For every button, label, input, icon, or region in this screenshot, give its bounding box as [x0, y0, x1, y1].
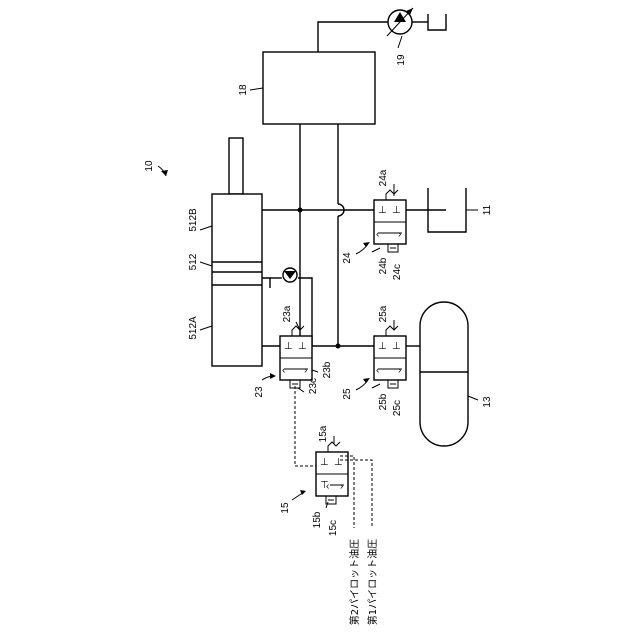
- accumulator-13: [420, 302, 468, 446]
- svg-text:›: ›: [304, 365, 307, 376]
- label-13: 13: [482, 396, 493, 408]
- svg-text:›: ›: [398, 365, 401, 376]
- label-15a: 15a: [318, 425, 329, 442]
- svg-text:‹: ‹: [326, 481, 329, 492]
- svg-text:‹: ‹: [376, 229, 379, 240]
- label-24b: 24b: [378, 257, 389, 274]
- tank-symbol: [428, 14, 446, 30]
- svg-text:⊥: ⊥: [378, 205, 387, 216]
- label-19: 19: [396, 54, 407, 66]
- label-512B: 512B: [188, 208, 199, 232]
- label-23: 23: [254, 386, 265, 398]
- label-18: 18: [238, 84, 249, 96]
- svg-text:›: ›: [340, 481, 343, 492]
- label-25: 25: [342, 388, 353, 400]
- label-first-pilot-pressure: 第1パイロット油圧: [366, 539, 379, 625]
- svg-text:‹: ‹: [282, 365, 285, 376]
- label-512A: 512A: [188, 316, 199, 340]
- label-25a: 25a: [378, 305, 389, 322]
- svg-text:⊥: ⊥: [284, 341, 293, 352]
- label-23c: 23c: [308, 378, 319, 394]
- svg-text:⊥: ⊥: [392, 205, 401, 216]
- valve-15: ⊥ ⊥ ⊤ ‹ ›: [316, 442, 348, 504]
- svg-text:⊥: ⊥: [392, 341, 401, 352]
- label-24a: 24a: [378, 169, 389, 186]
- label-24: 24: [342, 252, 353, 264]
- pump-19: [318, 8, 446, 52]
- piston-rod: [229, 138, 243, 194]
- label-24c: 24c: [392, 264, 403, 280]
- svg-text:⊥: ⊥: [320, 457, 329, 468]
- label-15: 15: [280, 502, 291, 514]
- svg-text:⊥: ⊥: [378, 341, 387, 352]
- label-11: 11: [482, 204, 493, 215]
- svg-text:⊥: ⊥: [298, 341, 307, 352]
- svg-text:⊥: ⊥: [334, 457, 343, 468]
- label-23b: 23b: [322, 361, 333, 378]
- label-second-pilot-pressure: 第2パイロット油圧: [348, 539, 361, 625]
- label-25b: 25b: [378, 393, 389, 410]
- controller-18-box: [263, 52, 375, 124]
- valve-24: ⊥ ⊥ ‹ ›: [374, 190, 406, 252]
- svg-text:›: ›: [398, 229, 401, 240]
- valve-25: ⊥ ⊥ ‹ ›: [374, 326, 406, 388]
- svg-text:‹: ‹: [376, 365, 379, 376]
- label-system-10: 10: [144, 160, 155, 172]
- cylinder-512: [212, 138, 262, 366]
- label-512: 512: [188, 253, 199, 270]
- pilot-line-23: [295, 386, 316, 466]
- label-15b: 15b: [312, 511, 323, 528]
- label-15c: 15c: [328, 520, 339, 536]
- label-23a: 23a: [282, 305, 293, 322]
- label-25c: 25c: [392, 400, 403, 416]
